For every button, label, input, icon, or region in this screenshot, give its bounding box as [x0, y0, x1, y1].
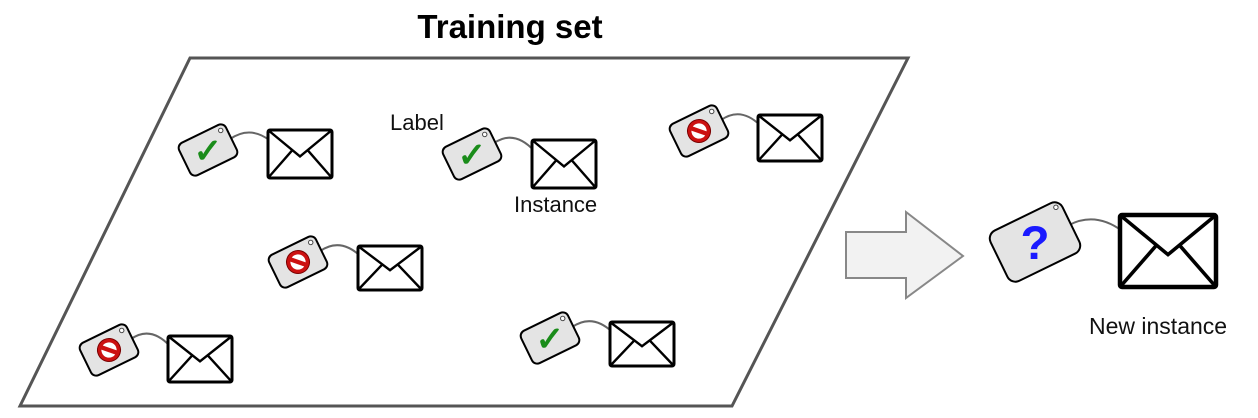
training-example [78, 323, 234, 384]
training-set-region [17, 56, 911, 408]
envelope-icon [530, 138, 598, 190]
training-example: ✓ [519, 311, 676, 368]
training-example [267, 235, 424, 292]
no-entry-tag-icon [267, 235, 329, 289]
instance-annotation: Instance [514, 192, 597, 217]
new-instance-annotation: New instance [1089, 313, 1227, 339]
check-tag-icon: ✓ [519, 311, 581, 365]
envelope-icon [1117, 212, 1219, 290]
envelope-icon [166, 334, 234, 384]
check-tag-icon: ✓ [441, 127, 503, 181]
training-example [668, 104, 824, 163]
question-tag-icon: ? [988, 201, 1082, 283]
label-annotation: Label [390, 110, 444, 135]
envelope-icon [356, 244, 424, 292]
no-entry-tag-icon [668, 104, 730, 158]
check-mark-icon: ✓ [458, 136, 487, 174]
new-example: ? [988, 201, 1219, 290]
diagram-title: Training set [417, 8, 602, 45]
check-mark-icon: ✓ [536, 320, 565, 358]
envelope-icon [756, 113, 824, 163]
no-entry-tag-icon [78, 323, 140, 377]
question-mark-icon: ? [1020, 217, 1049, 270]
right-arrow-icon [845, 209, 965, 300]
no-entry-icon [686, 118, 712, 144]
training-example: ✓ [177, 123, 334, 180]
check-mark-icon: ✓ [194, 132, 223, 170]
no-entry-icon [285, 249, 311, 275]
new-instance-example: ? [988, 201, 1219, 290]
training-example: ✓ [441, 127, 598, 190]
envelope-icon [266, 128, 334, 180]
no-entry-icon [96, 337, 122, 363]
envelope-icon [608, 320, 676, 368]
check-tag-icon: ✓ [177, 123, 239, 177]
training-examples: ✓ ✓ ✓ [78, 104, 824, 384]
tag-string [1068, 218, 1123, 232]
